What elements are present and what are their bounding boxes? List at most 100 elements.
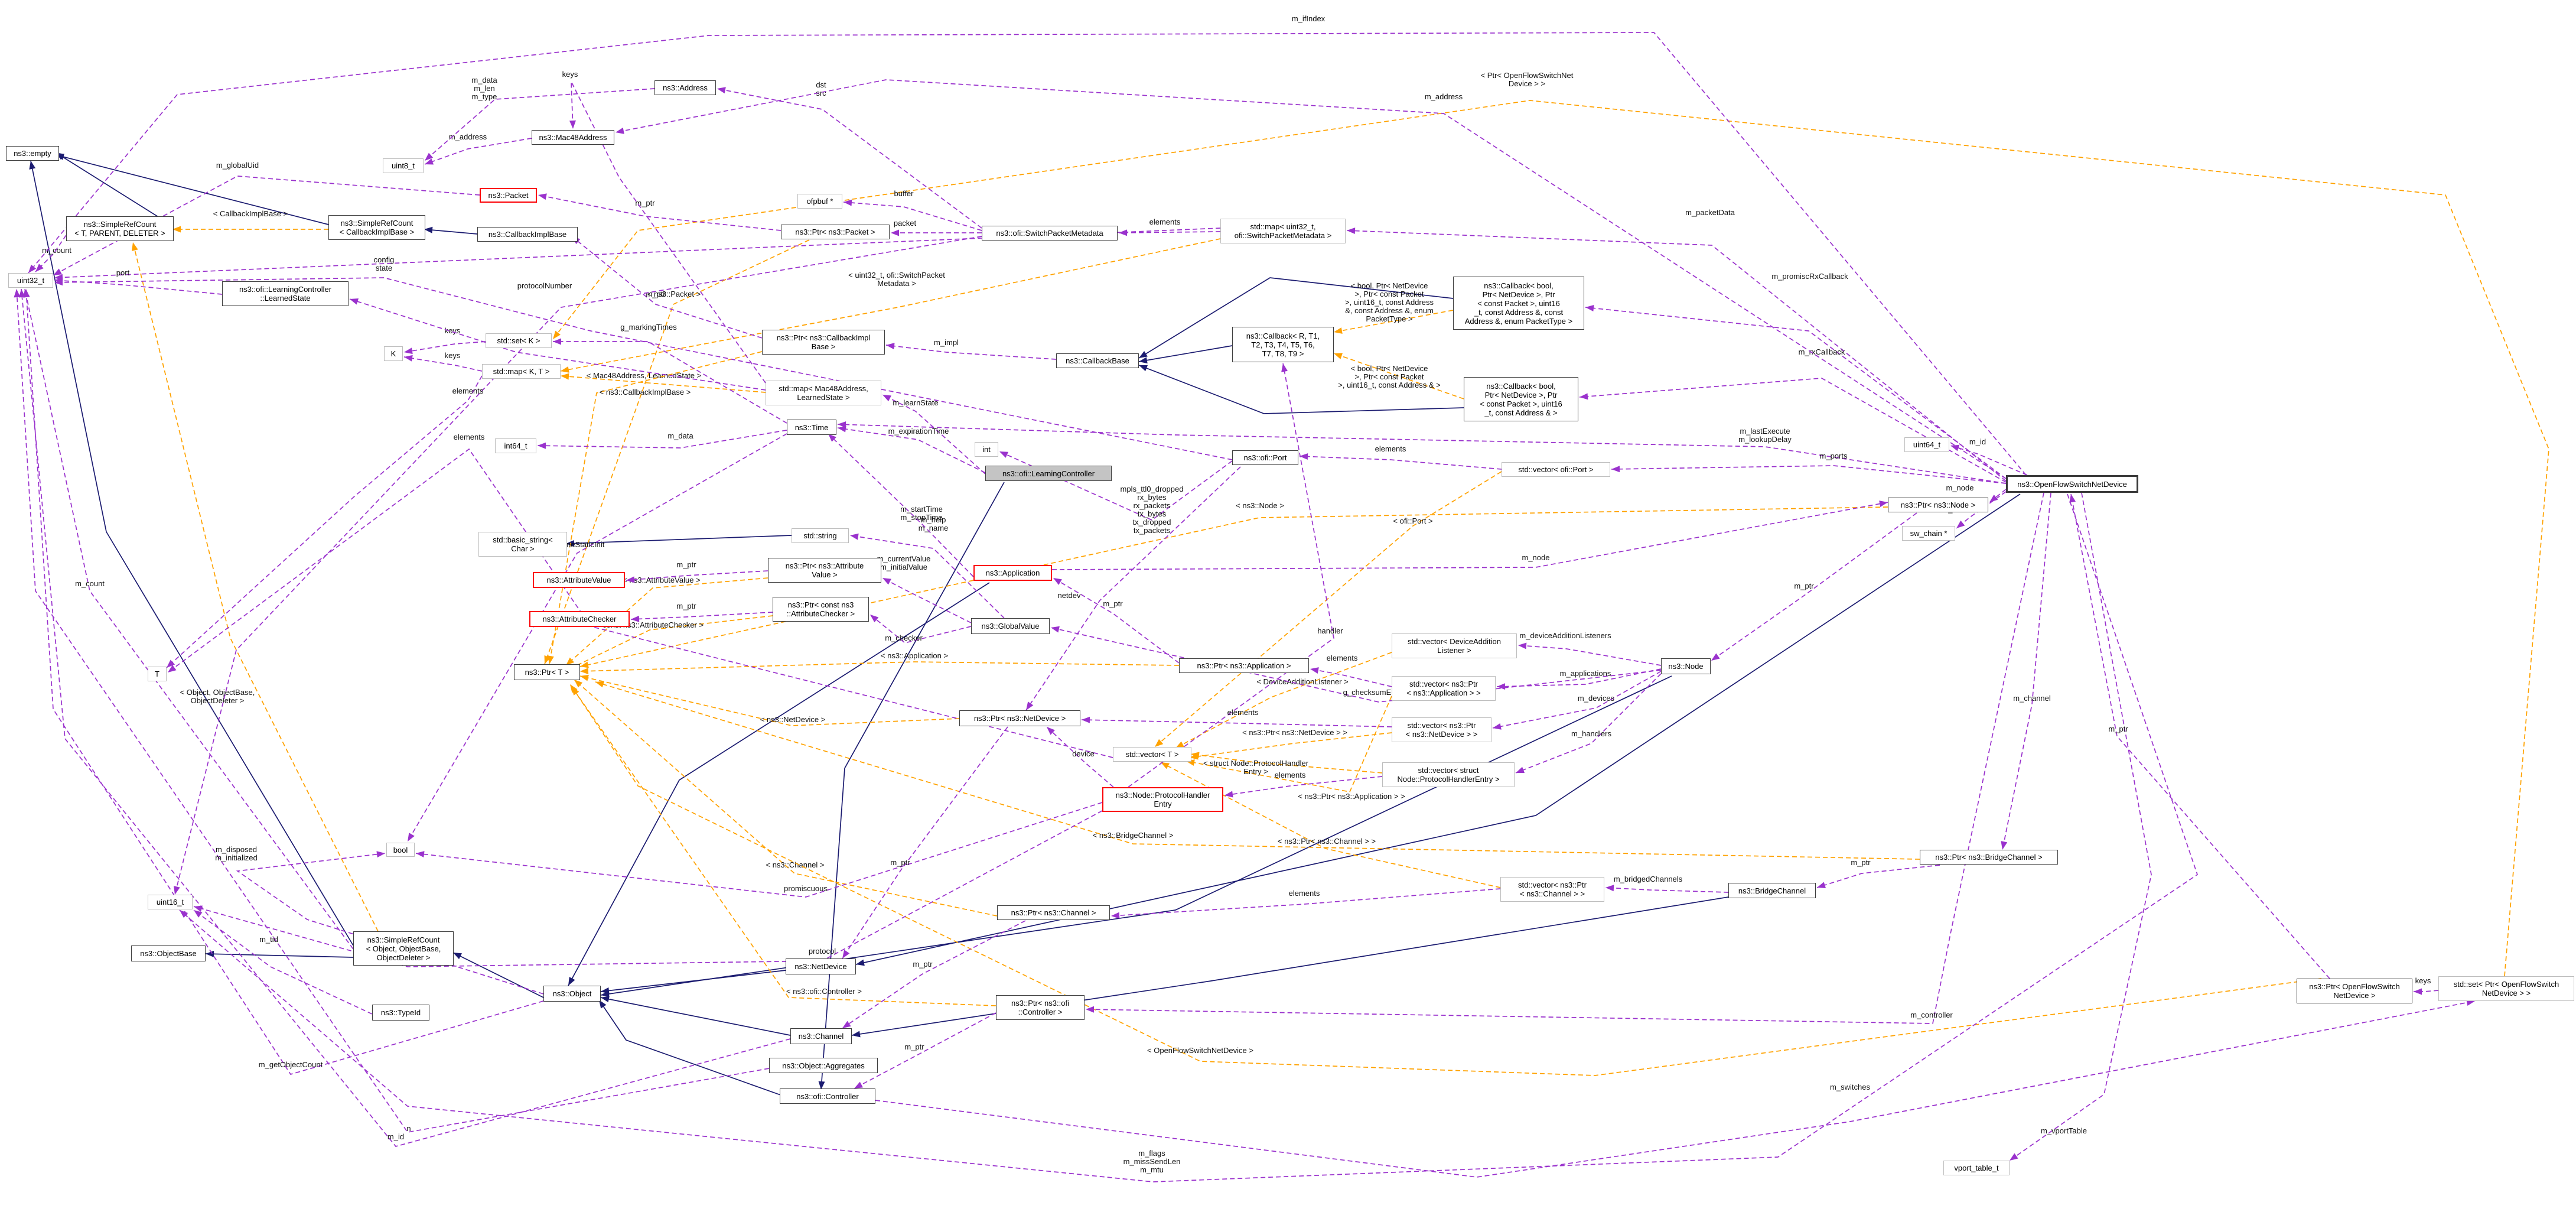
node-application[interactable]: ns3::Application xyxy=(973,565,1052,581)
arrowhead-icon xyxy=(23,289,30,298)
node-cb-promisc[interactable]: ns3::Callback< bool, Ptr< NetDevice >, P… xyxy=(1453,277,1584,330)
node-phe[interactable]: ns3::Node::ProtocolHandler Entry xyxy=(1102,787,1223,812)
node-ptr-node[interactable]: ns3::Ptr< ns3::Node > xyxy=(1888,498,1988,512)
node-ptr-packet[interactable]: ns3::Ptr< ns3::Packet > xyxy=(781,225,890,239)
node-ptr-attrvalue[interactable]: ns3::Ptr< ns3::Attribute Value > xyxy=(768,558,881,583)
edge-inheritance-4 xyxy=(452,952,544,998)
node-vport-table[interactable]: vport_table_t xyxy=(1943,1161,2010,1175)
node-cb-generic[interactable]: ns3::Callback< R, T1, T2, T3, T4, T5, T6… xyxy=(1232,327,1334,362)
node-uint64[interactable]: uint64_t xyxy=(1904,437,1949,452)
node-cib[interactable]: ns3::CallbackImplBase xyxy=(477,227,578,242)
node-ptr-ofsnd[interactable]: ns3::Ptr< OpenFlowSwitch NetDevice > xyxy=(2297,979,2412,1003)
edge-member-110 xyxy=(1605,887,1729,893)
node-cb-rx[interactable]: ns3::Callback< bool, Ptr< NetDevice >, P… xyxy=(1464,377,1578,421)
node-ptr-app[interactable]: ns3::Ptr< ns3::Application > xyxy=(1179,658,1309,673)
node-time[interactable]: ns3::Time xyxy=(787,420,836,435)
edge-label: < ns3::BridgeChannel > xyxy=(1093,831,1174,840)
node-globalvalue[interactable]: ns3::GlobalValue xyxy=(971,618,1050,634)
node-vec-port[interactable]: std::vector< ofi::Port > xyxy=(1502,462,1610,477)
node-vec-channel[interactable]: std::vector< ns3::Ptr < ns3::Channel > > xyxy=(1500,877,1604,902)
arrowhead-icon xyxy=(1139,357,1148,364)
node-ofi-port[interactable]: ns3::ofi::Port xyxy=(1232,450,1298,465)
arrowhead-icon xyxy=(580,674,589,681)
edge-member-90 xyxy=(1517,645,1662,666)
node-channel[interactable]: ns3::Channel xyxy=(790,1028,852,1044)
node-ptr-t[interactable]: ns3::Ptr< T > xyxy=(514,664,580,680)
node-typeid[interactable]: ns3::TypeId xyxy=(372,1005,429,1021)
node-ofpbuf[interactable]: ofpbuf * xyxy=(797,194,842,209)
node-ptr-attrchecker[interactable]: ns3::Ptr< const ns3 ::AttributeChecker > xyxy=(773,597,869,622)
node-attrvalue[interactable]: ns3::AttributeValue xyxy=(533,572,625,588)
node-netdevice[interactable]: ns3::NetDevice xyxy=(786,958,856,974)
arrowhead-icon xyxy=(842,1021,851,1028)
node-ofi-controller[interactable]: ns3::ofi::Controller xyxy=(780,1088,875,1104)
node-sw-chain[interactable]: sw_chain * xyxy=(1902,526,1955,541)
node-set-k[interactable]: std::set< K > xyxy=(486,333,552,348)
node-uint8[interactable]: uint8_t xyxy=(383,158,424,173)
node-aggregates[interactable]: ns3::Object::Aggregates xyxy=(769,1058,878,1073)
node-object[interactable]: ns3::Object xyxy=(543,986,601,1002)
node-empty[interactable]: ns3::empty xyxy=(6,146,59,161)
node-vec-nd[interactable]: std::vector< ns3::Ptr < ns3::NetDevice >… xyxy=(1392,717,1491,742)
edge-label: m_ptr xyxy=(1794,581,1814,590)
node-ptr-netdevice[interactable]: ns3::Ptr< ns3::NetDevice > xyxy=(959,710,1080,726)
edge-member-94 xyxy=(1053,577,1180,664)
arrowhead-icon xyxy=(569,120,576,129)
node-src-cib[interactable]: ns3::SimpleRefCount < CallbackImplBase > xyxy=(328,215,425,240)
node-int[interactable]: int xyxy=(975,442,998,457)
node-spm[interactable]: ns3::ofi::SwitchPacketMetadata xyxy=(982,226,1118,241)
node-src-obj[interactable]: ns3::SimpleRefCount < Object, ObjectBase… xyxy=(353,931,454,966)
node-vec-phe[interactable]: std::vector< struct Node::ProtocolHandle… xyxy=(1382,762,1515,787)
edge-label: keys xyxy=(445,351,461,360)
node-bool[interactable]: bool xyxy=(386,843,415,857)
arrowhead-icon xyxy=(408,833,415,841)
node-std-string[interactable]: std::string xyxy=(792,528,849,543)
node-map-spm[interactable]: std::map< uint32_t, ofi::SwitchPacketMet… xyxy=(1220,219,1346,243)
arrowhead-icon xyxy=(376,851,385,858)
node-vec-t[interactable]: std::vector< T > xyxy=(1113,747,1191,762)
edge-label: m_ptr xyxy=(904,1042,924,1051)
edge-label: < ns3::Ptr< ns3::NetDevice > > xyxy=(1242,728,1347,737)
node-src-tpd[interactable]: ns3::SimpleRefCount < T, PARENT, DELETER… xyxy=(66,216,174,241)
node-vec-dal[interactable]: std::vector< DeviceAddition Listener > xyxy=(1392,633,1517,658)
edge-label: m_ptr xyxy=(2108,724,2128,733)
node-int64[interactable]: int64_t xyxy=(495,438,536,453)
arrowhead-icon xyxy=(416,851,425,858)
edge-label: elements xyxy=(1289,889,1320,898)
edge-inheritance-11 xyxy=(851,896,1729,1036)
edge-inheritance-2 xyxy=(30,160,354,946)
node-bridgechannel[interactable]: ns3::BridgeChannel xyxy=(1728,883,1816,898)
node-callbackbase[interactable]: ns3::CallbackBase xyxy=(1056,353,1139,368)
node-attrchecker[interactable]: ns3::AttributeChecker xyxy=(529,611,630,627)
node-t[interactable]: T xyxy=(148,667,167,681)
node-packet[interactable]: ns3::Packet xyxy=(480,188,537,203)
node-ptr-channel[interactable]: ns3::Ptr< ns3::Channel > xyxy=(997,905,1110,920)
node-mac48[interactable]: ns3::Mac48Address xyxy=(532,130,614,145)
edge-label: buffer xyxy=(894,189,914,198)
arrowhead-icon xyxy=(206,950,214,957)
node-ptr-bridgechannel[interactable]: ns3::Ptr< ns3::BridgeChannel > xyxy=(1920,850,2058,865)
node-k[interactable]: K xyxy=(384,346,403,361)
node-map-kt[interactable]: std::map< K, T > xyxy=(482,364,561,379)
edge-label: < CallbackImplBase > xyxy=(213,209,288,218)
edge-label: m_tid xyxy=(259,935,278,944)
edge-member-120 xyxy=(1299,456,1502,470)
node-uint32[interactable]: uint32_t xyxy=(8,273,53,288)
node-address[interactable]: ns3::Address xyxy=(654,80,716,95)
node-ptr-ofic[interactable]: ns3::Ptr< ns3::ofi ::Controller > xyxy=(996,995,1085,1020)
node-map-macls[interactable]: std::map< Mac48Address, LearnedState > xyxy=(766,381,881,405)
node-learnedstate[interactable]: ns3::ofi::LearningController ::LearnedSt… xyxy=(222,281,349,306)
node-node[interactable]: ns3::Node xyxy=(1661,658,1711,674)
node-basic-string[interactable]: std::basic_string< Char > xyxy=(478,532,567,557)
node-set-ofsnd[interactable]: std::set< Ptr< OpenFlowSwitch NetDevice … xyxy=(2438,976,2574,1001)
node-ptr-cibase[interactable]: ns3::Ptr< ns3::CallbackImpl Base > xyxy=(762,330,885,355)
arrowhead-icon xyxy=(538,193,547,200)
edge-member-59 xyxy=(25,288,544,1075)
edge-template-32 xyxy=(574,679,998,917)
node-uint16[interactable]: uint16_t xyxy=(148,895,193,909)
node-ofsnd[interactable]: ns3::OpenFlowSwitchNetDevice xyxy=(2006,475,2138,493)
node-learningcontroller[interactable]: ns3::ofi::LearningController xyxy=(985,466,1112,481)
node-objectbase[interactable]: ns3::ObjectBase xyxy=(131,945,206,961)
arrowhead-icon xyxy=(631,615,640,622)
node-vec-app[interactable]: std::vector< ns3::Ptr < ns3::Application… xyxy=(1392,676,1496,701)
